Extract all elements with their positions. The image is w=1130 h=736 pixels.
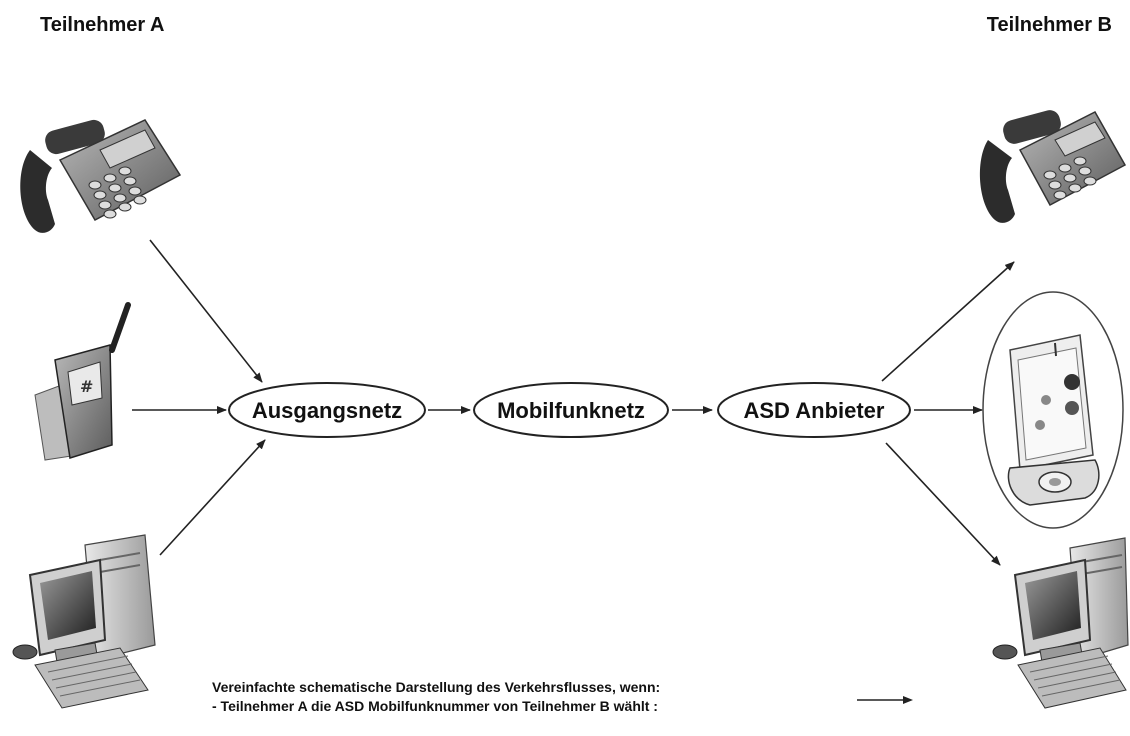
arrow-asd-to-computer-b (885, 442, 1001, 566)
arrow-desk-phone-a-to-exit-network (149, 239, 263, 383)
mobile-phone-icon: # (34, 302, 131, 461)
caption-line-2: - Teilnehmer A die ASD Mobilfunknummer v… (212, 698, 658, 714)
arrow-asd-to-desk-phone-b (881, 261, 1015, 382)
participant-a-label: Teilnehmer A (40, 14, 165, 36)
exit-network-node: Ausgangsnetz (228, 382, 426, 438)
mobile-network-node: Mobilfunknetz (473, 382, 669, 438)
mobile-network-label: Mobilfunknetz (497, 398, 645, 423)
exit-network-label: Ausgangsnetz (252, 398, 402, 423)
participant-b-label: Teilnehmer B (986, 14, 1112, 36)
desk-phone-icon (979, 110, 1127, 223)
diagram-caption: Vereinfachte schematische Darstellung de… (212, 678, 660, 716)
asd-provider-node: ASD Anbieter (717, 382, 911, 438)
desktop-computer-icon (12, 534, 156, 709)
asd-provider-label: ASD Anbieter (744, 398, 885, 423)
desktop-computer-icon (992, 537, 1129, 709)
legend-arrow-icon (857, 696, 913, 704)
caption-line-1: Vereinfachte schematische Darstellung de… (212, 679, 661, 695)
pda-phone-icon (982, 291, 1124, 529)
arrow-computer-a-to-exit-network (159, 439, 266, 556)
desk-phone-icon (20, 119, 182, 233)
svg-text:#: # (80, 377, 93, 396)
